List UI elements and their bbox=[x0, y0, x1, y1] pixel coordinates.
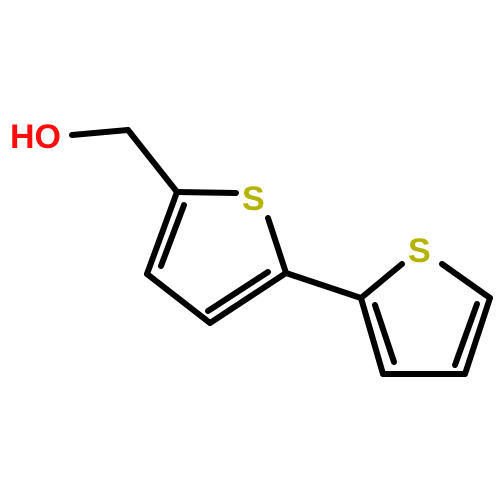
hydroxyl-label: HO bbox=[10, 118, 61, 156]
bond-c3prime-c2prime bbox=[358, 295, 386, 377]
bond-s1-c5 bbox=[265, 215, 289, 276]
bond-s1prime-c5prime bbox=[439, 261, 493, 301]
bond-c5prime-c4prime bbox=[462, 295, 493, 377]
bond-ch2-c2 bbox=[125, 127, 180, 195]
bond-c5-c2prime bbox=[283, 270, 364, 301]
bond-c3prime-c2prime-inner bbox=[372, 302, 397, 365]
bond-c3-c2-inner bbox=[158, 202, 187, 269]
bond-c4-c3 bbox=[144, 271, 213, 326]
bond-c3-c2 bbox=[144, 189, 180, 277]
bond-c2-s1 bbox=[174, 189, 239, 196]
sulfur-label-ring-1: S bbox=[242, 180, 265, 218]
bond-c5-c4-inner bbox=[205, 269, 271, 314]
bond-c5prime-c4prime-inner bbox=[452, 301, 480, 368]
sulfur-label-ring-2: S bbox=[408, 232, 431, 270]
bond-c2prime-s1prime bbox=[358, 261, 405, 301]
bond-c5-c4 bbox=[207, 270, 289, 326]
atom-labels: HO S S bbox=[10, 118, 431, 270]
bond-o-ch2 bbox=[69, 127, 131, 138]
bonds bbox=[69, 127, 493, 377]
